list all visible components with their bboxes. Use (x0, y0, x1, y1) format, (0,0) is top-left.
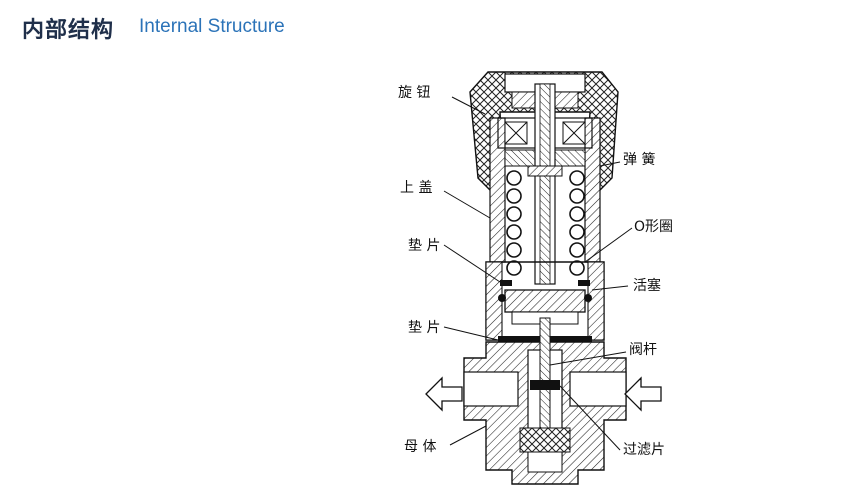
page-title-en: Internal Structure (139, 16, 285, 37)
label-piston: 活塞 (633, 277, 661, 294)
adjusting-screw (527, 83, 563, 285)
label-valve-stem: 阀杆 (629, 342, 657, 358)
flow-inlet-arrow-icon (624, 376, 662, 412)
label-gasket-lower: 垫 片 (408, 320, 440, 336)
upper-cover-part (489, 117, 601, 263)
label-upper-cover: 上 盖 (400, 180, 432, 196)
filter-part (530, 380, 560, 390)
flow-outlet-arrow-icon (425, 376, 463, 412)
label-body: 母 体 (404, 439, 436, 455)
valve-body-part (463, 317, 627, 485)
label-knob: 旋 钮 (398, 85, 430, 101)
label-filter: 过滤片 (623, 442, 665, 458)
label-o-ring: O形圈 (634, 219, 673, 235)
label-spring: 弹 簧 (623, 152, 655, 168)
page-title-cn: 内部结构 (22, 18, 115, 43)
piston-part (504, 289, 586, 313)
label-gasket-upper: 垫 片 (408, 238, 440, 254)
leader-lines (443, 96, 633, 451)
spring-part (506, 170, 585, 276)
